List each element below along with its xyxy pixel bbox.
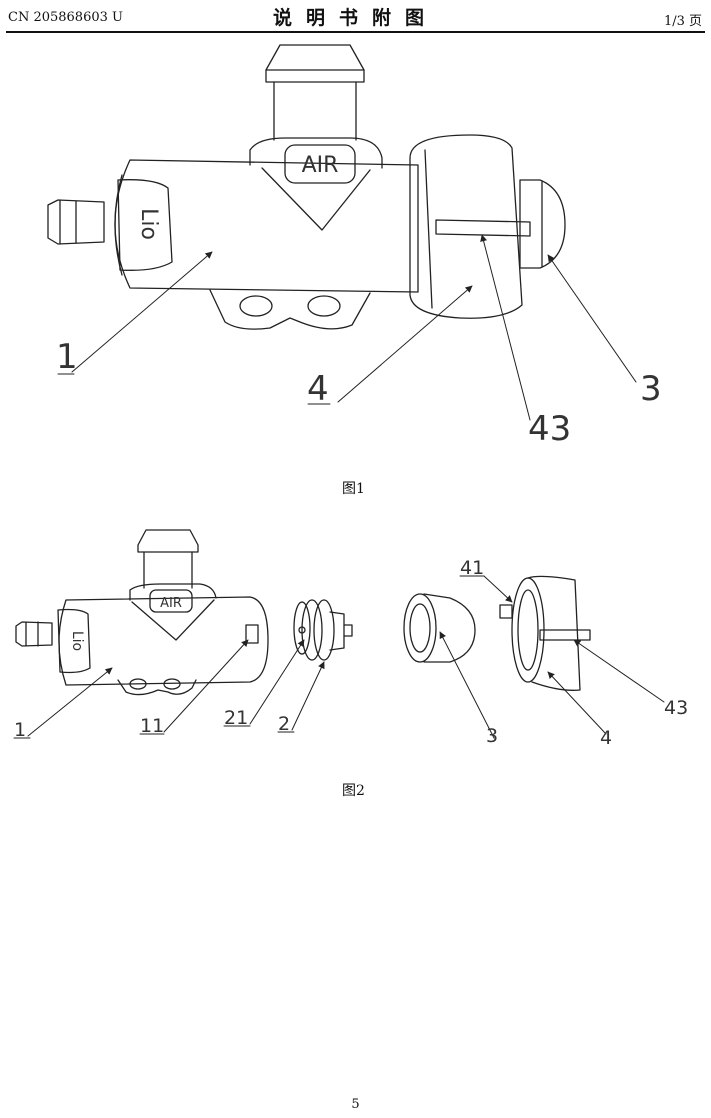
- fig2-part-4: [499, 575, 591, 691]
- fig2-air-text: AIR: [160, 596, 182, 611]
- fig2-label-4: 4: [600, 727, 612, 749]
- fig1-lio-cap: [117, 179, 173, 271]
- fig1-top-connector: [265, 44, 365, 83]
- fig2-part-2: [293, 599, 353, 661]
- fig1-label-1: 1: [56, 337, 78, 377]
- figure-2-drawing: AIR Lio: [15, 529, 591, 696]
- fig2-label-1: 1: [14, 719, 26, 741]
- fig1-air-housing: [249, 137, 383, 169]
- fig2-label-11: 11: [140, 715, 164, 737]
- fig2-label-2: 2: [278, 713, 290, 735]
- fig2-label-41: 41: [460, 557, 484, 579]
- page-number: 5: [351, 1097, 360, 1112]
- fig1-cap-4: [409, 134, 523, 319]
- fig2-top-connector: [137, 529, 199, 553]
- fig1-left-nozzle: [47, 199, 105, 245]
- figure-1-labels: 1 4 3 43: [56, 337, 662, 449]
- figure-2-caption: 图2: [342, 783, 365, 799]
- figure-1-leaders: [57, 234, 637, 421]
- figure-1-drawing: AIR Lio: [47, 44, 566, 330]
- fig1-slot-43: [435, 219, 531, 237]
- fig2-lio-text: Lio: [69, 631, 85, 651]
- fig1-air-badge: [284, 144, 356, 184]
- fig1-bottom-bracket: [209, 289, 371, 330]
- fig2-left-nozzle: [15, 621, 53, 647]
- fig2-window-11: [245, 624, 259, 644]
- fig2-slot-43: [539, 629, 591, 641]
- fig1-label-43: 43: [528, 409, 571, 449]
- fig2-label-3: 3: [486, 725, 498, 747]
- fig1-label-4: 4: [307, 369, 329, 409]
- figure-2-leaders: [13, 575, 665, 739]
- section-title: 说明书附图: [272, 7, 438, 29]
- figure-2-labels: 1 11 21 2 3 41 4 43: [14, 557, 688, 749]
- fig2-part-3: [403, 593, 476, 663]
- page-header: CN 205868603 U 说明书附图 1/3 页: [0, 0, 711, 36]
- fig2-label-43: 43: [664, 697, 688, 719]
- fig2-lio-cap: [57, 608, 91, 674]
- fig1-lio-text: Lio: [136, 208, 161, 240]
- patent-number: CN 205868603 U: [8, 10, 123, 25]
- fig2-air-badge: [149, 589, 193, 613]
- fig2-label-21: 21: [224, 707, 248, 729]
- fig1-air-text: AIR: [302, 153, 339, 178]
- figure-1-caption: 图1: [342, 481, 365, 497]
- header-rule: [6, 31, 705, 33]
- fig1-label-3: 3: [640, 369, 662, 409]
- fig1-dome-3: [519, 179, 566, 269]
- fig2-tab-41: [499, 604, 513, 619]
- page-ratio: 1/3 页: [663, 14, 702, 29]
